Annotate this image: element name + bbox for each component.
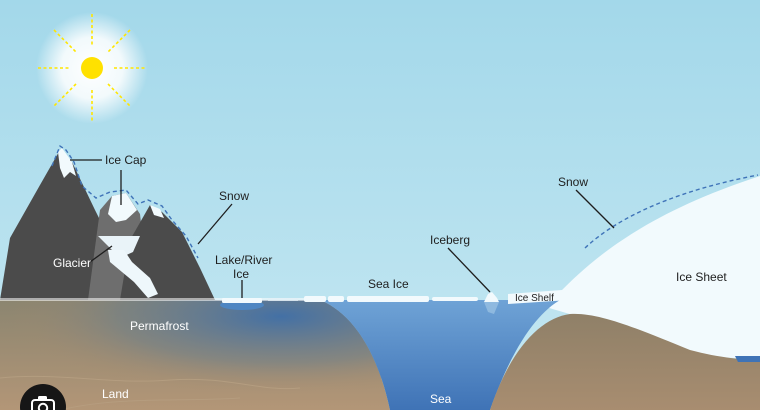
snow-left-leader bbox=[197, 203, 233, 245]
permafrost-zone bbox=[0, 300, 390, 410]
iceberg-underwater bbox=[484, 302, 499, 314]
mountain-snow-outline bbox=[51, 144, 199, 259]
ice-sheet bbox=[520, 176, 760, 358]
sea bbox=[320, 300, 560, 410]
snow-left-label: Snow bbox=[219, 189, 249, 203]
sea-ice bbox=[304, 296, 478, 302]
camera-icon[interactable] bbox=[20, 384, 66, 410]
peak-snow bbox=[108, 193, 137, 222]
sun-icon bbox=[36, 12, 148, 124]
peak-snow bbox=[150, 205, 164, 218]
ice-sheet-label: Ice Sheet bbox=[676, 270, 727, 284]
camera-icon-glyph bbox=[31, 396, 55, 410]
sea-edge bbox=[735, 356, 760, 362]
glacier bbox=[108, 250, 158, 298]
ice-shelf-label: Ice Shelf bbox=[515, 293, 554, 304]
land-label: Land bbox=[102, 387, 129, 401]
lake-river-ice bbox=[222, 298, 262, 303]
ice-cap bbox=[58, 148, 76, 178]
ground-line bbox=[0, 298, 320, 301]
permafrost-label: Permafrost bbox=[130, 319, 189, 333]
iceberg-label: Iceberg bbox=[430, 233, 470, 247]
sea-ice-thin bbox=[268, 298, 298, 301]
ice-shelf bbox=[508, 290, 570, 304]
rock-layer bbox=[0, 375, 301, 390]
seabed-hill bbox=[490, 313, 760, 410]
lake-river-ice-label-line2: Ice bbox=[233, 267, 249, 281]
snow-right-label: Snow bbox=[558, 175, 588, 189]
ice-cap-label: Ice Cap bbox=[105, 153, 147, 167]
sea-label: Sea bbox=[430, 392, 452, 406]
glacier-label: Glacier bbox=[53, 256, 91, 270]
glacier-leader bbox=[89, 245, 113, 263]
sea-ice-label: Sea Ice bbox=[368, 277, 409, 291]
iceberg bbox=[484, 292, 499, 302]
lake-river-ice-label-line1: Lake/River bbox=[215, 253, 272, 267]
peak-snow bbox=[98, 236, 140, 258]
rock-layer bbox=[59, 397, 241, 410]
ice-sheet-snow-outline bbox=[584, 174, 759, 249]
snow-right-leader bbox=[575, 189, 615, 229]
iceberg-leader bbox=[447, 247, 491, 293]
